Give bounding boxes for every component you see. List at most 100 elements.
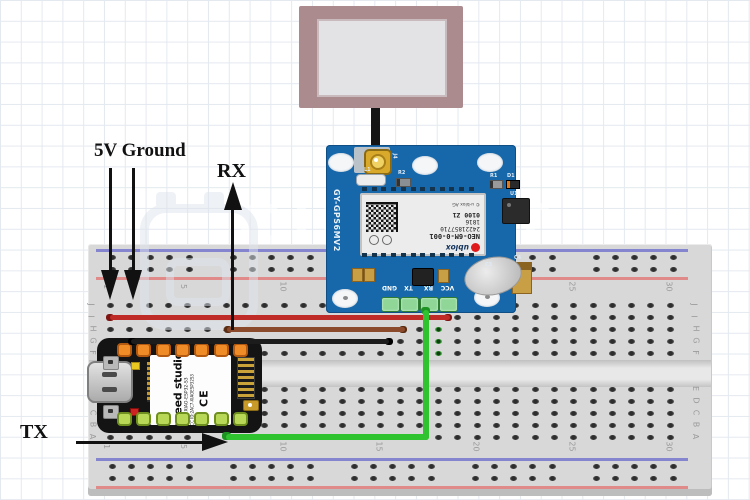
breadboard-hole[interactable] [415, 350, 423, 356]
breadboard-hole[interactable] [396, 422, 404, 428]
breadboard-rail-hole[interactable] [471, 475, 479, 481]
breadboard-hole[interactable] [569, 302, 577, 308]
breadboard-hole[interactable] [627, 410, 635, 416]
breadboard-hole[interactable] [646, 422, 654, 428]
breadboard-rail-hole[interactable] [108, 463, 116, 469]
breadboard-rail-hole[interactable] [306, 266, 314, 272]
wire-5v-red[interactable] [110, 315, 450, 320]
breadboard-hole[interactable] [376, 350, 384, 356]
breadboard-hole[interactable] [376, 410, 384, 416]
breadboard-hole[interactable] [473, 434, 481, 440]
breadboard-hole[interactable] [531, 434, 539, 440]
breadboard-hole[interactable] [338, 386, 346, 392]
breadboard-hole[interactable] [318, 410, 326, 416]
breadboard-hole[interactable] [125, 326, 133, 332]
breadboard-rail-hole[interactable] [127, 254, 135, 260]
breadboard-hole[interactable] [299, 302, 307, 308]
breadboard-hole[interactable] [183, 434, 191, 440]
breadboard-hole[interactable] [299, 386, 307, 392]
breadboard-rail-hole[interactable] [229, 463, 237, 469]
breadboard-rail-hole[interactable] [529, 475, 537, 481]
breadboard-hole[interactable] [569, 434, 577, 440]
breadboard-rail-hole[interactable] [471, 463, 479, 469]
breadboard-hole[interactable] [492, 410, 500, 416]
breadboard-rail-hole[interactable] [350, 463, 358, 469]
breadboard-rail-hole[interactable] [669, 254, 677, 260]
xiao-bottom-pin[interactable] [194, 412, 210, 426]
breadboard-rail-hole[interactable] [650, 475, 658, 481]
breadboard-rail-hole[interactable] [185, 254, 193, 260]
breadboard-hole[interactable] [627, 434, 635, 440]
breadboard-hole[interactable] [106, 434, 114, 440]
xiao-top-pin[interactable] [117, 343, 132, 357]
breadboard-hole[interactable] [666, 350, 674, 356]
gps-pin-tx[interactable] [400, 297, 420, 312]
breadboard-hole[interactable] [550, 338, 558, 344]
breadboard-rail-hole[interactable] [185, 475, 193, 481]
wire-gps-tx-brown[interactable] [227, 327, 405, 332]
breadboard-hole[interactable] [569, 338, 577, 344]
breadboard-hole[interactable] [511, 326, 519, 332]
breadboard-hole-connected[interactable] [434, 338, 442, 344]
breadboard-hole[interactable] [608, 314, 616, 320]
breadboard-hole[interactable] [511, 314, 519, 320]
breadboard-hole[interactable] [569, 422, 577, 428]
breadboard-hole[interactable] [260, 422, 268, 428]
breadboard-hole[interactable] [646, 410, 654, 416]
breadboard-rail-hole[interactable] [427, 463, 435, 469]
breadboard-rail-hole[interactable] [166, 266, 174, 272]
breadboard-hole[interactable] [164, 302, 172, 308]
breadboard-hole[interactable] [531, 338, 539, 344]
breadboard-hole[interactable] [646, 302, 654, 308]
breadboard-rail-hole[interactable] [408, 475, 416, 481]
breadboard-hole[interactable] [511, 386, 519, 392]
xiao-bottom-pin[interactable] [213, 412, 229, 426]
breadboard-hole[interactable] [666, 386, 674, 392]
breadboard-hole[interactable] [531, 398, 539, 404]
xiao-bottom-pin[interactable] [174, 412, 190, 426]
breadboard-rail-hole[interactable] [147, 254, 155, 260]
breadboard-hole[interactable] [608, 386, 616, 392]
breadboard-hole[interactable] [473, 422, 481, 428]
breadboard-hole[interactable] [511, 398, 519, 404]
breadboard-rail-hole[interactable] [306, 463, 314, 469]
breadboard-hole[interactable] [280, 350, 288, 356]
breadboard-hole[interactable] [125, 434, 133, 440]
breadboard-hole[interactable] [608, 326, 616, 332]
breadboard-hole[interactable] [608, 338, 616, 344]
breadboard-hole[interactable] [415, 422, 423, 428]
breadboard-rail-hole[interactable] [147, 463, 155, 469]
breadboard-hole[interactable] [280, 398, 288, 404]
wire-gps-rx-green-horizontal[interactable] [226, 434, 429, 440]
breadboard-hole[interactable] [453, 422, 461, 428]
breadboard-hole[interactable] [453, 350, 461, 356]
breadboard-hole[interactable] [338, 350, 346, 356]
breadboard-hole[interactable] [589, 434, 597, 440]
breadboard-rail-hole[interactable] [166, 463, 174, 469]
breadboard-rail-hole[interactable] [548, 254, 556, 260]
breadboard-hole[interactable] [434, 398, 442, 404]
breadboard-hole[interactable] [646, 326, 654, 332]
breadboard-hole[interactable] [318, 386, 326, 392]
breadboard-hole[interactable] [589, 410, 597, 416]
breadboard-hole[interactable] [434, 386, 442, 392]
breadboard-hole[interactable] [569, 410, 577, 416]
breadboard-hole[interactable] [396, 398, 404, 404]
breadboard-hole[interactable] [434, 410, 442, 416]
breadboard-hole[interactable] [318, 422, 326, 428]
breadboard-hole[interactable] [260, 398, 268, 404]
breadboard-hole[interactable] [357, 422, 365, 428]
breadboard-hole[interactable] [396, 338, 404, 344]
breadboard-hole[interactable] [666, 338, 674, 344]
breadboard-hole[interactable] [627, 398, 635, 404]
breadboard-hole[interactable] [627, 326, 635, 332]
breadboard-hole[interactable] [106, 326, 114, 332]
breadboard-hole[interactable] [145, 434, 153, 440]
breadboard-hole[interactable] [646, 350, 654, 356]
breadboard-hole[interactable] [531, 386, 539, 392]
breadboard-hole[interactable] [318, 302, 326, 308]
breadboard-hole[interactable] [299, 398, 307, 404]
breadboard-rail-hole[interactable] [529, 463, 537, 469]
breadboard-hole[interactable] [608, 350, 616, 356]
breadboard-rail-hole[interactable] [185, 266, 193, 272]
